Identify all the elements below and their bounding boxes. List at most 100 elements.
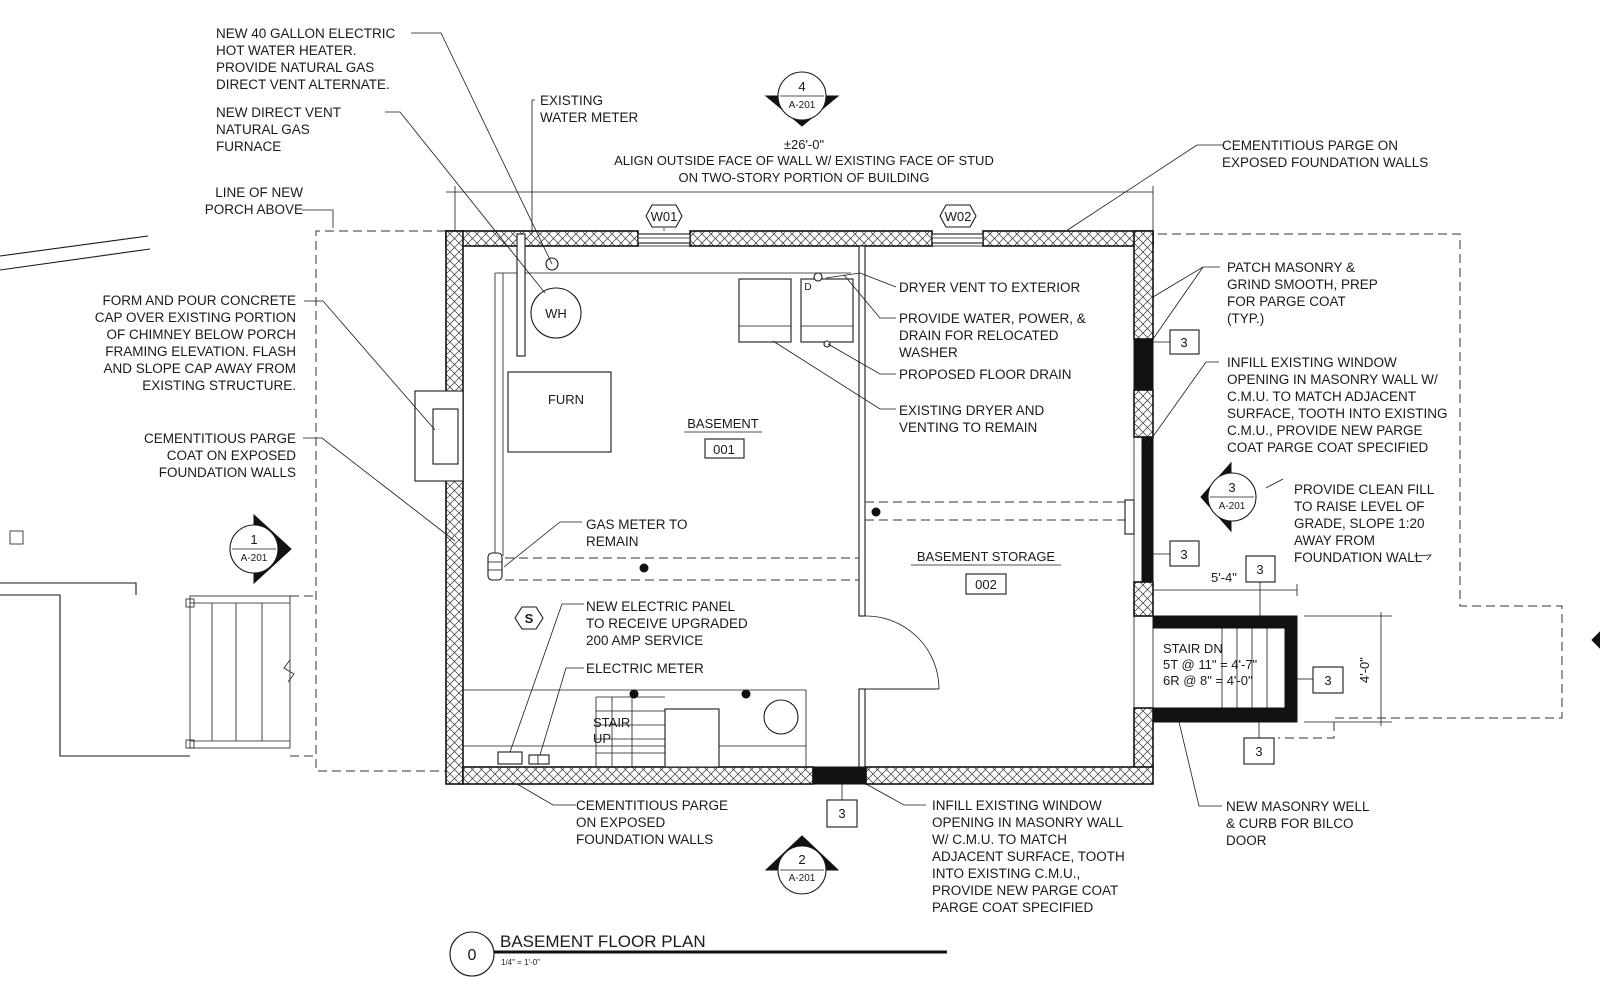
leader-lines <box>302 32 1432 807</box>
foundation-walls <box>445 230 1154 785</box>
note-parge-bottom-1: CEMENTITIOUS PARGE <box>576 798 728 813</box>
note-infill-bottom-1: INFILL EXISTING WINDOW <box>932 798 1102 813</box>
note-furnace-3: FURNACE <box>216 139 281 154</box>
note-clean-fill-5: FOUNDATION WALL <box>1294 550 1423 565</box>
stair-up-label-1: STAIR <box>593 715 630 730</box>
drawing-title: BASEMENT FLOOR PLAN <box>500 932 706 951</box>
section-marker-1: 1 A-201 <box>229 513 292 585</box>
note-dryer-vent-1: DRYER VENT TO EXTERIOR <box>899 280 1081 295</box>
note-panel-1: NEW ELECTRIC PANEL <box>586 599 736 614</box>
stair-up: STAIR UP <box>463 689 807 768</box>
window-label-w02: W02 <box>945 209 972 224</box>
porch-outline-right <box>1130 233 1563 739</box>
room-name-basement: BASEMENT <box>687 416 759 431</box>
note-parge-top: CEMENTITIOUS PARGE ON EXPOSED FOUNDATION… <box>1222 138 1428 170</box>
note-clean-fill: PROVIDE CLEAN FILL TO RAISE LEVEL OF GRA… <box>1294 482 1435 565</box>
note-chimney-cap-6: EXISTING STRUCTURE. <box>142 378 296 393</box>
electric-panel-symbol: S <box>514 606 544 630</box>
room-name-storage: BASEMENT STORAGE <box>917 549 1056 564</box>
section-marker-2: 2 A-201 <box>764 835 840 895</box>
section-2-sheet: A-201 <box>789 873 816 884</box>
dryer-label: D <box>804 282 811 293</box>
note-furnace-2: NATURAL GAS <box>216 122 310 137</box>
note-parge-left-2: COAT ON EXPOSED <box>167 448 297 463</box>
dimension-well-depth: 4'-0" <box>1304 612 1392 726</box>
window-tag-w01: W01 <box>645 204 683 231</box>
note-parge-top-2: EXPOSED FOUNDATION WALLS <box>1222 155 1428 170</box>
note-patch-masonry: PATCH MASONRY & GRIND SMOOTH, PREP FOR P… <box>1227 260 1378 326</box>
note-gas-meter-2: REMAIN <box>586 534 639 549</box>
note-floor-drain: PROPOSED FLOOR DRAIN <box>899 367 1072 382</box>
stair-dn-risers: 6R @ 8" = 4'-0" <box>1163 673 1253 688</box>
dryer-washer: D <box>738 272 854 348</box>
note-water-meter-1: EXISTING <box>540 93 603 108</box>
note-furnace: NEW DIRECT VENT NATURAL GAS FURNACE <box>216 105 341 154</box>
furnace: FURN <box>507 371 612 453</box>
note-panel-2: TO RECEIVE UPGRADED <box>586 616 748 631</box>
note-parge-left: CEMENTITIOUS PARGE COAT ON EXPOSED FOUND… <box>144 431 296 480</box>
section-1-num: 1 <box>250 532 257 547</box>
note-porch-line-1: LINE OF NEW <box>215 185 303 200</box>
note-water-heater-2: HOT WATER HEATER. <box>216 43 357 58</box>
note-chimney-cap: FORM AND POUR CONCRETE CAP OVER EXISTING… <box>95 293 296 393</box>
note-parge-top-1: CEMENTITIOUS PARGE ON <box>1222 138 1398 153</box>
stair-up-label-2: UP <box>593 731 611 746</box>
note-gas-meter-1: GAS METER TO <box>586 517 688 532</box>
chimney <box>414 390 464 482</box>
note-water-heater-1: NEW 40 GALLON ELECTRIC <box>216 26 396 41</box>
note-infill-bottom-5: INTO EXISTING C.M.U., <box>932 866 1080 881</box>
mechanical-equipment <box>494 233 851 556</box>
interior-partition <box>858 245 940 768</box>
note-clean-fill-3: GRADE, SLOPE 1:20 <box>1294 516 1425 531</box>
note-patch-masonry-1: PATCH MASONRY & <box>1227 260 1355 275</box>
note-washer-1: PROVIDE WATER, POWER, & <box>899 311 1086 326</box>
note-dryer-vent: DRYER VENT TO EXTERIOR <box>899 280 1081 295</box>
note-infill-bottom: INFILL EXISTING WINDOW OPENING IN MASONR… <box>932 798 1125 915</box>
note-infill-right-2: OPENING IN MASONRY WALL W/ <box>1227 372 1438 387</box>
note-panel: NEW ELECTRIC PANEL TO RECEIVE UPGRADED 2… <box>586 599 748 648</box>
note-washer-2: DRAIN FOR RELOCATED <box>899 328 1059 343</box>
section-4-sheet: A-201 <box>789 100 816 111</box>
window-tag-w02: W02 <box>939 204 977 228</box>
window-label-w01: W01 <box>651 209 678 224</box>
water-heater: WH <box>530 287 582 339</box>
note-masonry-well: NEW MASONRY WELL & CURB FOR BILCO DOOR <box>1226 799 1370 848</box>
note-washer-3: WASHER <box>899 345 958 360</box>
note-parge-bottom-2: ON EXPOSED <box>576 815 666 830</box>
section-1-sheet: A-201 <box>241 553 268 564</box>
note-electric-meter: ELECTRIC METER <box>586 661 704 676</box>
note-infill-right-5: C.M.U., PROVIDE NEW PARGE <box>1227 423 1423 438</box>
note-patch-masonry-3: FOR PARGE COAT <box>1227 294 1346 309</box>
section-3-sheet: A-201 <box>1219 501 1246 512</box>
keynote-tags: 3 3 3 3 3 3 <box>826 329 1344 828</box>
note-floor-drain-1: PROPOSED FLOOR DRAIN <box>899 367 1072 382</box>
porch-outline-left <box>315 230 446 772</box>
keynote-tag-2: 3 <box>1180 547 1187 562</box>
keynote-tag-6: 3 <box>838 806 845 821</box>
note-clean-fill-1: PROVIDE CLEAN FILL <box>1294 482 1435 497</box>
note-infill-right: INFILL EXISTING WINDOW OPENING IN MASONR… <box>1227 355 1448 455</box>
note-dryer-existing-1: EXISTING DRYER AND <box>899 403 1045 418</box>
note-parge-bottom-3: FOUNDATION WALLS <box>576 832 713 847</box>
note-water-meter: EXISTING WATER METER <box>540 93 638 125</box>
note-electric-meter-1: ELECTRIC METER <box>586 661 704 676</box>
note-infill-bottom-4: ADJACENT SURFACE, TOOTH <box>932 849 1125 864</box>
room-number-storage: 002 <box>975 577 997 592</box>
keynote-tag-3: 3 <box>1256 562 1263 577</box>
note-water-heater-3: PROVIDE NATURAL GAS <box>216 60 374 75</box>
note-masonry-well-1: NEW MASONRY WELL <box>1226 799 1370 814</box>
note-infill-right-4: SURFACE, TOOTH INTO EXISTING <box>1227 406 1448 421</box>
note-clean-fill-4: AWAY FROM <box>1294 533 1375 548</box>
section-marker-3: 3 A-201 <box>1200 461 1257 533</box>
section-3-num: 3 <box>1228 480 1235 495</box>
note-chimney-cap-1: FORM AND POUR CONCRETE <box>102 293 296 308</box>
edge-arrow <box>1591 631 1600 649</box>
drawing-number: 0 <box>468 947 477 964</box>
note-dryer-existing: EXISTING DRYER AND VENTING TO REMAIN <box>899 403 1045 435</box>
note-water-heater-4: DIRECT VENT ALTERNATE. <box>216 77 390 92</box>
well-width-value: 5'-4" <box>1211 570 1237 585</box>
water-heater-label: WH <box>545 306 567 321</box>
stair-dn-treads: 5T @ 11" = 4'-7" <box>1163 657 1258 672</box>
note-masonry-well-3: DOOR <box>1226 833 1267 848</box>
note-gas-meter: GAS METER TO REMAIN <box>586 517 688 549</box>
